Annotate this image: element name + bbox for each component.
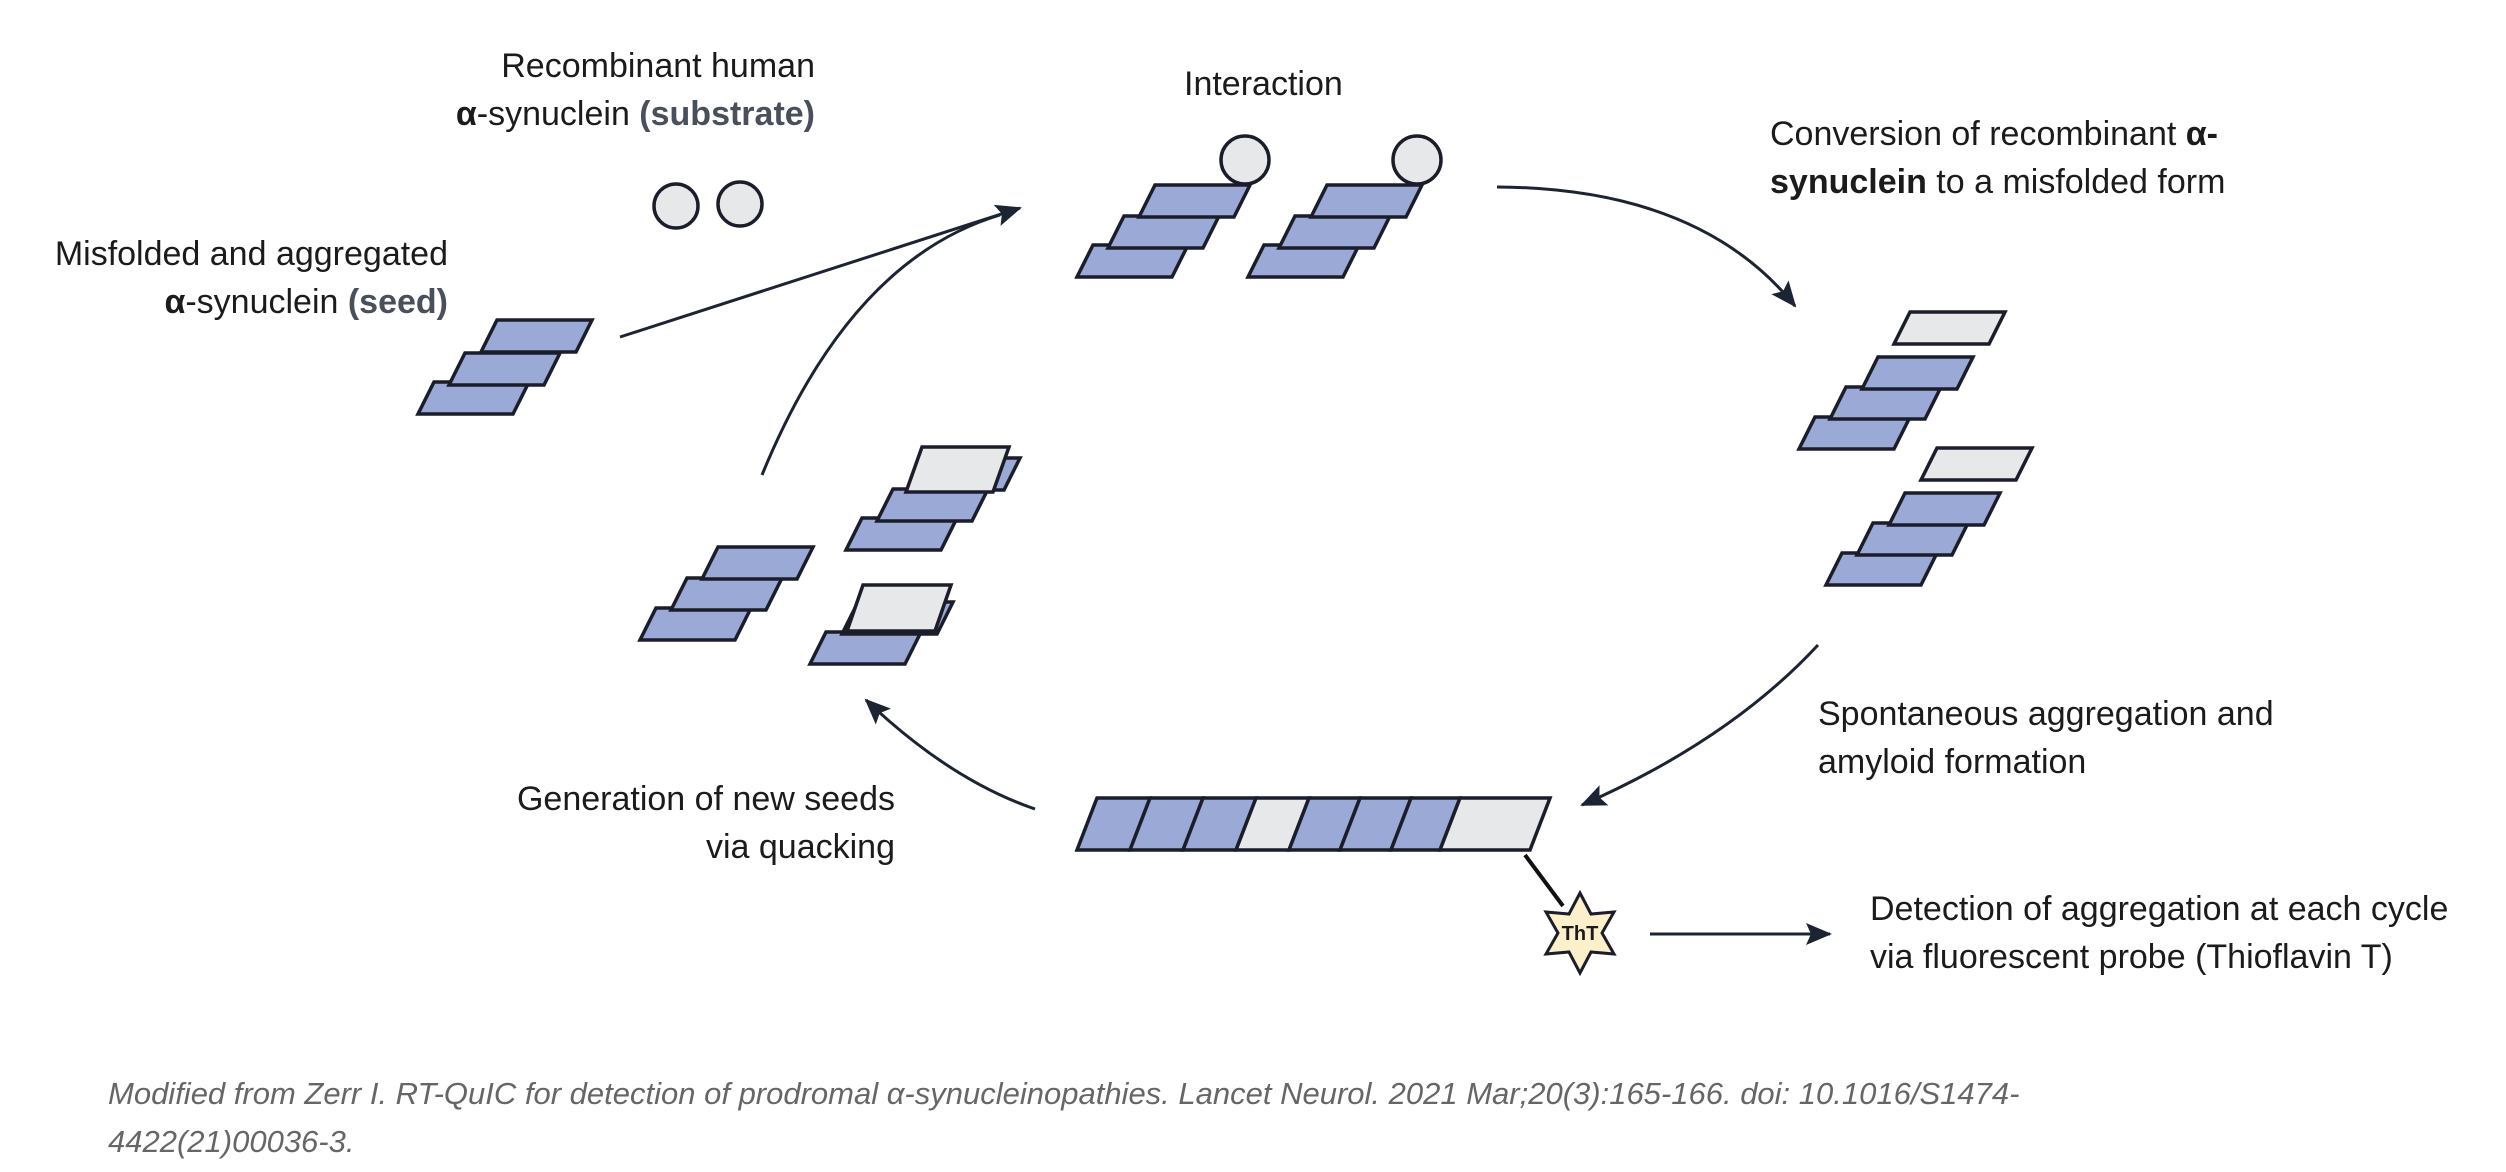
detection-label-line2: via fluorescent probe (Thioflavin T) [1870, 938, 2393, 976]
generation-label: Generation of new seeds via quacking [450, 775, 895, 871]
arrow-new-seeds-to-interaction [760, 213, 1001, 476]
cycle-arrows [619, 185, 1832, 945]
tht-label: ThT [1562, 923, 1599, 945]
generation-label-line2: via quacking [705, 828, 895, 866]
probe-link [1523, 853, 1565, 908]
detection-label-line1: Detection of aggregation at each cycle [1870, 890, 2449, 928]
arrow-interaction-to-conversion [1496, 185, 1797, 308]
substrate-label-line2: α-synuclein (substrate) [455, 95, 815, 133]
interaction-complex-2 [1245, 134, 1443, 279]
seed-label: Misfolded and aggregated α-synuclein (se… [20, 230, 448, 326]
substrate-label: Recombinant human α-synuclein (substrate… [300, 42, 815, 138]
interaction-label: Interaction [1184, 65, 1343, 103]
new-seed-stack-lower [807, 583, 956, 666]
seed-label-line1: Misfolded and aggregated [54, 235, 448, 273]
tht-probe: ThT [1543, 889, 1617, 977]
arrow-fibril-to-new-seeds [864, 698, 1036, 811]
substrate-label-line1: Recombinant human [501, 47, 815, 85]
seed-stack [415, 318, 595, 416]
conversion-label-line2: synuclein to a misfolded form [1770, 163, 2226, 201]
conversion-label-line1: Conversion of recombinant α- [1770, 115, 2219, 153]
conversion-label: Conversion of recombinant α- synuclein t… [1770, 110, 2225, 206]
amyloid-fibril [1074, 796, 1553, 852]
new-seed-stack-plain [637, 545, 816, 642]
substrate-monomers [652, 180, 764, 230]
converted-stack-2 [1823, 446, 2035, 587]
aggregation-label-line2: amyloid formation [1818, 743, 2087, 781]
generation-label-line1: Generation of new seeds [516, 780, 895, 818]
interaction-complex-1 [1074, 134, 1271, 279]
aggregation-label-line1: Spontaneous aggregation and [1818, 695, 2274, 733]
citation: Modified from Zerr I. RT-QuIC for detect… [108, 1076, 2020, 1159]
converted-stack-1 [1796, 310, 2008, 451]
aggregation-label: Spontaneous aggregation and amyloid form… [1818, 690, 2274, 786]
seed-label-line2: α-synuclein (seed) [164, 283, 448, 321]
new-seed-stack-upper [843, 445, 1023, 552]
arrow-seed-to-interaction [619, 204, 1022, 339]
star-icon [1543, 889, 1617, 977]
detection-label: Detection of aggregation at each cycle v… [1870, 885, 2448, 981]
arrow-conversion-to-aggregation [1580, 643, 1820, 807]
